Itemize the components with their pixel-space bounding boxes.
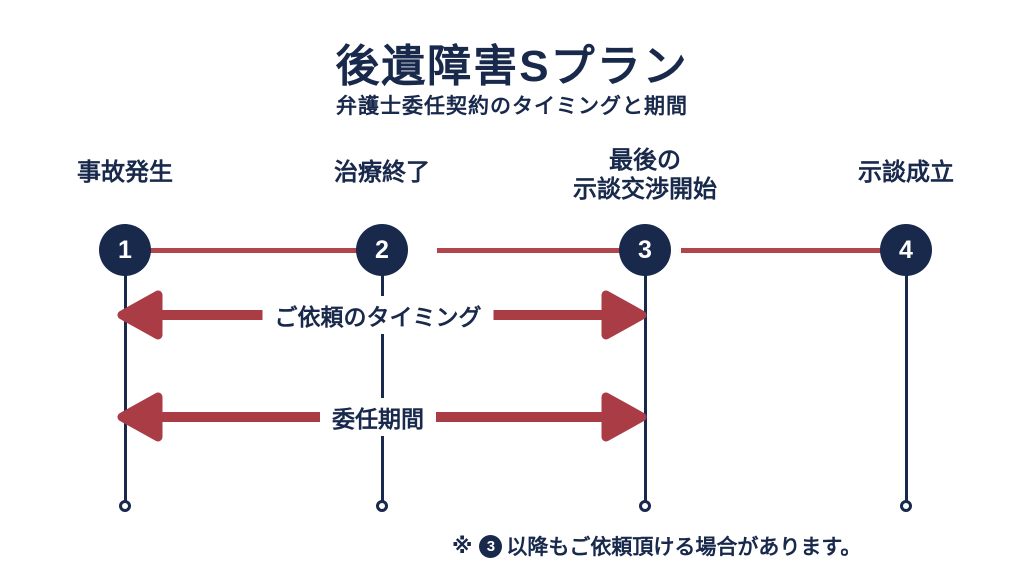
milestone-3-label: 最後の 示談交渉開始 — [545, 146, 745, 204]
timeline-connector-segment-3 — [681, 248, 886, 253]
milestone-2-number: 2 — [375, 235, 389, 264]
milestone-1-label: 事故発生 — [77, 159, 173, 186]
milestone-3-dropline — [644, 260, 647, 502]
circled-3-badge: 3 — [479, 534, 503, 558]
footnote-text: 以降もご依頼頂ける場合があります。 — [506, 536, 862, 559]
milestone-3-number: 3 — [638, 235, 652, 264]
request-timing-arrow: ご依頼のタイミング — [98, 285, 658, 345]
milestone-4-node: 4 — [880, 224, 932, 276]
delegation-period-label: 委任期間 — [320, 398, 436, 436]
milestone-2-endpoint — [376, 500, 388, 512]
delegation-period-arrow: 委任期間 — [98, 387, 658, 447]
milestone-2-node: 2 — [356, 224, 408, 276]
milestone-4-dropline — [905, 260, 908, 502]
milestone-3-label-line2: 示談交渉開始 — [573, 176, 717, 203]
page-title: 後遺障害Sプラン — [335, 42, 689, 91]
request-timing-label: ご依頼のタイミング — [262, 296, 494, 334]
milestone-4-number: 4 — [899, 235, 913, 264]
milestone-1-node: 1 — [99, 224, 151, 276]
milestone-1-number: 1 — [118, 235, 132, 264]
milestone-3-node: 3 — [619, 224, 671, 276]
page-subtitle: 弁護士委任契約のタイミングと期間 — [336, 95, 688, 118]
milestone-1-endpoint — [119, 500, 131, 512]
milestone-2-dropline — [381, 260, 384, 502]
milestone-4-endpoint — [900, 500, 912, 512]
milestone-3-label-line1: 最後の — [609, 147, 681, 174]
milestone-1-dropline — [124, 260, 127, 502]
footnote: ※ 3 以降もご依頼頂ける場合があります。 — [452, 531, 861, 561]
footnote-prefix: ※ — [452, 534, 473, 558]
timeline-connector-segment-1 — [130, 248, 380, 253]
milestone-4-label: 示談成立 — [858, 159, 954, 186]
milestone-3-endpoint — [639, 500, 651, 512]
milestone-2-label: 治療終了 — [334, 159, 430, 186]
timeline-connector-segment-2 — [437, 248, 622, 253]
